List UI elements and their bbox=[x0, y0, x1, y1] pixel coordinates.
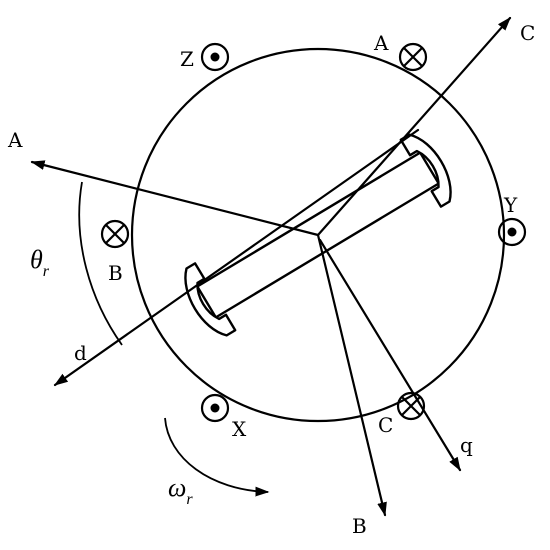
coil-y-dot-icon bbox=[497, 217, 527, 247]
theta-arc bbox=[78, 181, 123, 346]
stator-circle bbox=[130, 47, 506, 423]
axis-a-label: A bbox=[7, 128, 23, 152]
coil-b-cross-icon bbox=[100, 219, 130, 249]
coil-a-cross-icon bbox=[398, 42, 428, 72]
axis-b-label: B bbox=[352, 514, 367, 538]
coil-x-label: X bbox=[232, 417, 247, 441]
coil-c-cross-icon bbox=[396, 391, 426, 421]
coil-x-dot-icon bbox=[200, 393, 230, 423]
axis-q-arrow bbox=[318, 238, 462, 472]
coil-y-label: Y bbox=[503, 193, 518, 217]
axis-b-arrow bbox=[316, 233, 387, 517]
coil-z-label: Z bbox=[180, 47, 194, 71]
coil-a-label: A bbox=[373, 31, 389, 55]
coil-c-label: C bbox=[378, 413, 393, 437]
axis-c-arrow bbox=[316, 16, 512, 237]
theta-r-label: θr bbox=[30, 245, 50, 280]
axis-d-label: d bbox=[74, 341, 87, 365]
axis-a-arrow bbox=[30, 160, 320, 237]
coil-z-dot-icon bbox=[200, 42, 230, 72]
omega-r-label: ωr bbox=[168, 473, 193, 508]
axis-d-arrow bbox=[53, 128, 420, 387]
coil-b-label: B bbox=[108, 261, 123, 285]
omega-arc bbox=[164, 417, 270, 497]
axis-c-label: C bbox=[520, 21, 535, 45]
axis-q-label: q bbox=[460, 433, 473, 457]
